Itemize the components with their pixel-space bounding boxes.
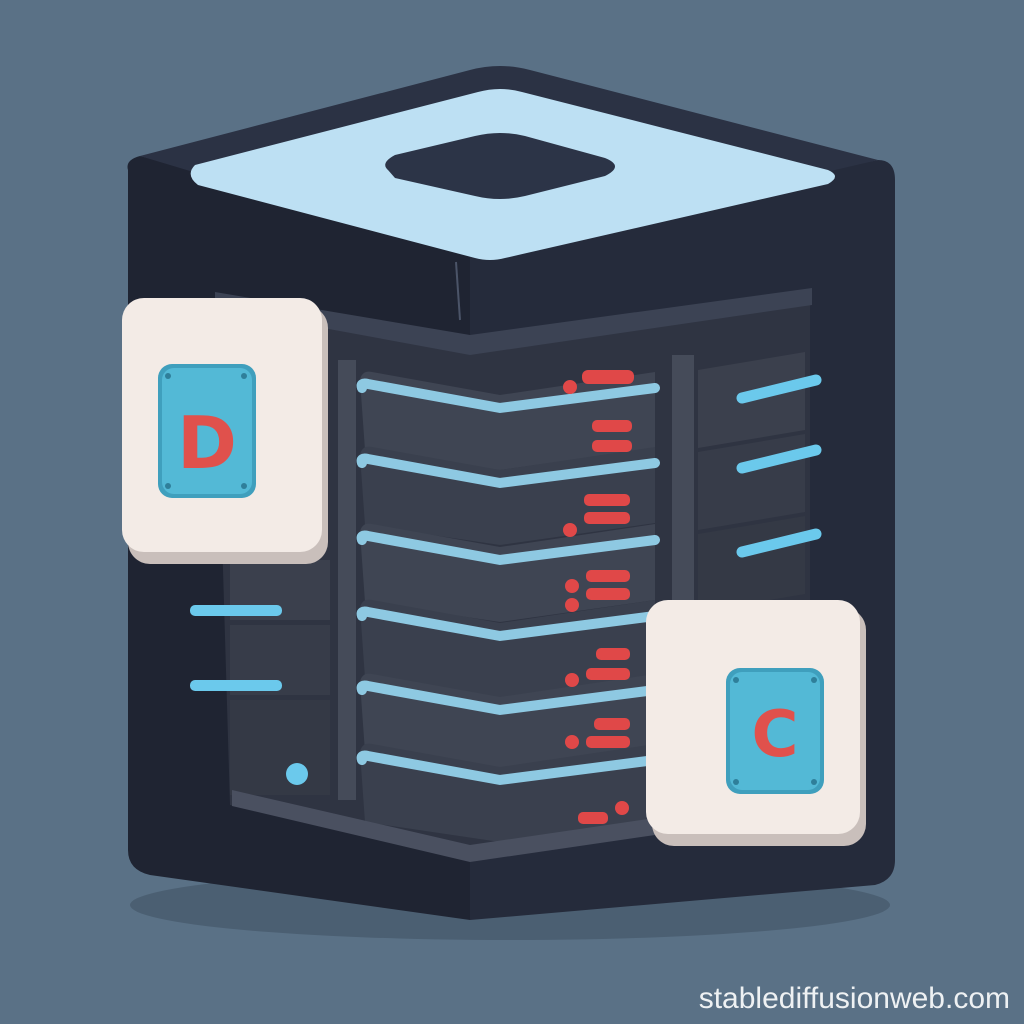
tile-c: C	[646, 600, 866, 846]
left-led-bar	[190, 680, 282, 691]
rack-bay-top-lip	[215, 288, 812, 355]
top-vent-hole	[385, 133, 615, 199]
right-led-bar	[736, 444, 822, 474]
tile-c-letter: C	[752, 698, 799, 772]
tile-d-letter: D	[177, 401, 237, 485]
server-drawer	[356, 570, 660, 698]
rack-base-plate	[232, 790, 655, 862]
center-server-stack	[232, 370, 660, 862]
server-drawer	[356, 420, 660, 545]
right-rack-column	[672, 352, 822, 795]
left-led-bar	[190, 605, 282, 616]
server-drawer	[356, 718, 660, 842]
left-rack-rail	[338, 360, 356, 800]
server-drawer	[356, 370, 660, 470]
cabinet-edge-highlight	[455, 261, 461, 321]
right-led-bar	[736, 374, 822, 404]
tile-d: D	[122, 298, 328, 564]
right-led-bar	[736, 528, 822, 558]
server-drawer	[356, 494, 660, 622]
server-drawer	[356, 648, 660, 772]
left-status-led	[286, 763, 308, 785]
watermark-text: stablediffusionweb.com	[698, 982, 1010, 1015]
left-rack-column	[190, 360, 356, 800]
left-rack-unit	[230, 700, 330, 795]
